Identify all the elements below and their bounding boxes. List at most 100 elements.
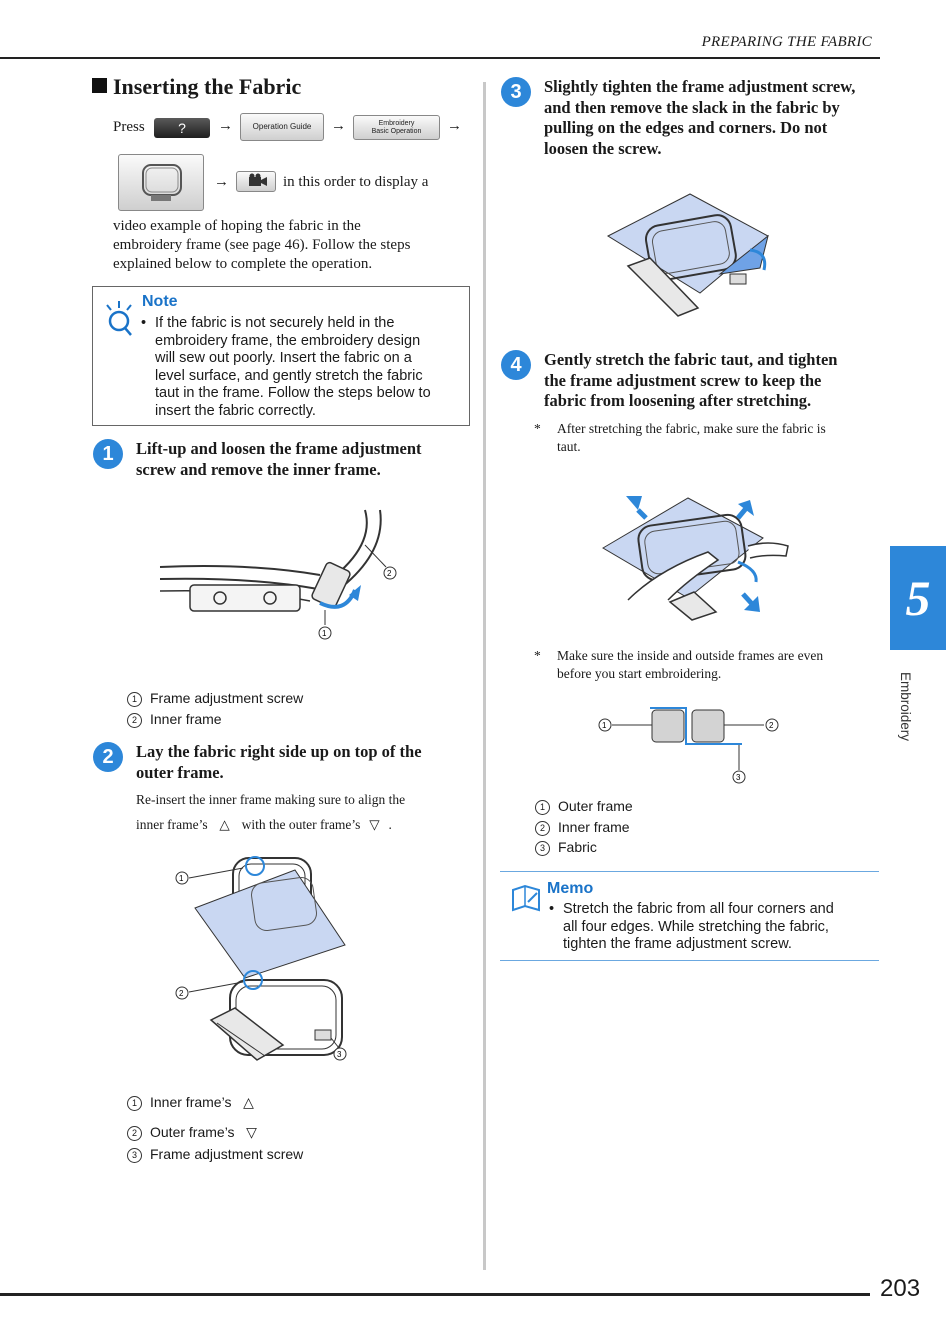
arrow-icon: → [218,118,233,134]
intro-line3: explained below to complete the operatio… [113,256,373,272]
step-line: loosen the screw. [544,138,662,158]
frames-even-illustration: 1 2 3 [598,707,779,784]
callout-3: 3 [337,1050,342,1059]
step-4-sub4: before you start embroidering. [557,666,722,681]
step-line: fabric from loosening after stretching. [544,391,812,410]
footer-rule [0,1293,870,1296]
intro-line1: video example of hoping the fabric in th… [113,218,361,234]
legend-item: 3 Frame adjustment screw [127,1146,303,1163]
callout-1: 1 [179,874,184,883]
step-2-text: Lay the fabric right side up on top of t… [136,742,422,783]
legend-text: Inner frame [558,819,630,835]
callout-2: 2 [769,721,774,730]
chapter-tab: 5 [890,546,946,650]
chapter-label: Embroidery [898,672,928,822]
step-line: the frame adjustment screw to keep the [544,370,822,390]
legend-item: 1 Inner frame’s △ [127,1094,265,1111]
legend-item: 2 Inner frame [535,819,630,836]
step-2-sub2: inner frame’s△with the outer frame’s▽. [136,816,392,834]
callout-2: 2 [387,569,392,578]
intro-after-icons: in this order to display a [283,174,429,190]
step-line: screw and remove the inner frame. [136,459,381,479]
note-line: If the fabric is not securely held in th… [155,315,395,331]
memo-line: tighten the frame adjustment screw. [563,936,792,953]
intro-line2: embroidery frame (see page 46). Follow t… [113,237,411,253]
video-camera-button[interactable] [236,171,276,192]
legend-text: Fabric [558,839,597,855]
sub-text: with the outer frame’s [241,817,361,832]
step-1-text: Lift-up and loosen the frame adjustment … [136,439,422,480]
note-line: level surface, and gently stretch the fa… [155,367,423,384]
sub-text: inner frame’s [136,817,208,832]
memo-line: Stretch the fabric from all four corners… [563,901,834,917]
step-4-sub1: After stretching the fabric, make sure t… [557,421,826,436]
memo-bullet: • [549,901,555,917]
step-3-text: Slightly tighten the frame adjustment sc… [544,77,855,159]
callout-1: 1 [602,721,607,730]
note-bullet: • [141,315,147,331]
operation-guide-button[interactable]: Operation Guide [240,113,324,141]
note-box: Note • If the fabric is not securely hel… [92,286,470,426]
arrow-icon: → [447,118,462,134]
page-number: 203 [880,1275,921,1302]
callout-3: 3 [736,773,741,782]
step-line: outer frame. [136,762,224,782]
memo-text: Stretch the fabric from all four corners… [563,901,873,954]
header-rule [0,57,880,59]
frame-screw-illustration: 1 2 [159,509,397,640]
legend-number: 3 [127,1148,142,1163]
help-button[interactable]: ? [154,118,210,138]
legend-number: 1 [535,800,550,815]
button-label-line1: Embroidery [378,120,415,127]
stretching-illustration [602,496,789,621]
memo-book-icon [512,884,540,912]
legend-text: Outer frame’s [150,1124,235,1140]
arrow-icon: → [331,118,346,134]
hoop-video-button[interactable] [118,154,204,211]
legend-number: 1 [127,1096,142,1111]
note-line: insert the fabric correctly. [155,402,316,419]
asterisk: * [534,421,541,436]
lightbulb-icon [106,301,132,336]
triangle-down-icon: ▽ [369,817,380,832]
step-4-text: Gently stretch the fabric taut, and tigh… [544,350,837,412]
triangle-up-icon: △ [243,1094,254,1110]
triangle-down-icon: ▽ [246,1124,257,1140]
callout-1: 1 [322,629,327,638]
legend-text: Frame adjustment screw [150,1146,304,1162]
button-label-line2: Basic Operation [371,128,422,135]
note-text: If the fabric is not securely held in th… [155,315,465,421]
memo-box: Memo • Stretch the fabric from all four … [500,871,879,961]
section-title-text: Inserting the Fabric [113,74,302,99]
intro-press: Press [113,119,145,135]
legend-text: Inner frame’s [150,1094,232,1110]
legend-item: 1 Outer frame [535,798,633,815]
step-line: pulling on the edges and corners. Do not [544,118,828,137]
asterisk: * [534,648,541,663]
fabric-hoop-illustration: 1 2 3 [175,856,347,1061]
legend-number: 2 [127,1126,142,1141]
note-line: embroidery frame, the embroidery design [155,332,421,349]
legend-number: 2 [535,821,550,836]
arrow-icon: → [214,174,229,190]
memo-label: Memo [547,880,594,897]
callout-2: 2 [179,989,184,998]
slack-removal-illustration [606,193,769,317]
note-line: taut in the frame. Follow the steps belo… [155,385,431,402]
step-line: Lift-up and loosen the frame adjustment [136,439,422,458]
step-2-number: 2 [93,742,123,772]
step-4-number: 4 [501,350,531,380]
step-line: Slightly tighten the frame adjustment sc… [544,77,856,96]
chapter-label-text: Embroidery [898,672,913,742]
step-1-number: 1 [93,439,123,469]
step-2-sub1: Re-insert the inner frame making sure to… [136,792,406,807]
step-3-number: 3 [501,77,531,107]
step-line: Lay the fabric right side up on top of t… [136,742,422,761]
step-line: and then remove the slack in the fabric … [544,97,840,117]
sub-text: . [388,817,392,832]
legend-text: Outer frame [558,798,633,814]
square-bullet-icon [92,78,107,93]
legend-number: 1 [127,692,142,707]
memo-line: all four edges. While stretching the fab… [563,918,829,935]
